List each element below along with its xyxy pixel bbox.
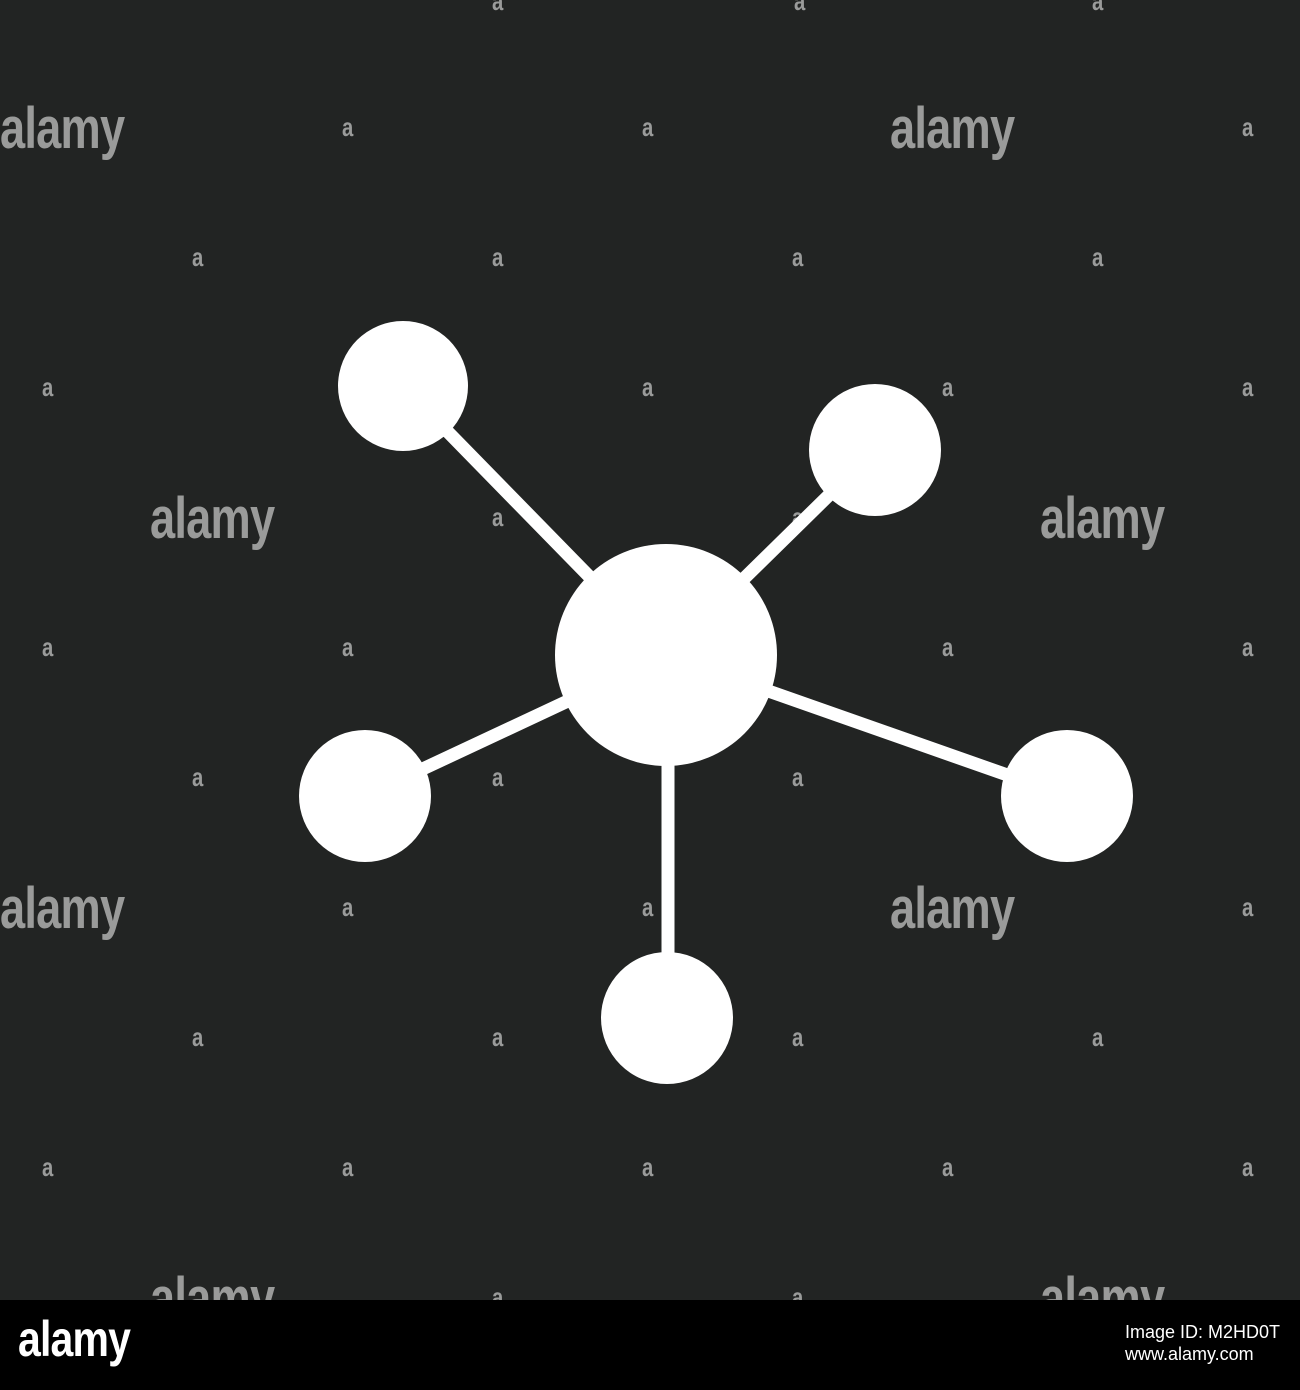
watermark-mark: a	[492, 502, 503, 532]
watermark-text: alamy	[1040, 486, 1165, 551]
watermark-mark: a	[342, 892, 353, 922]
watermark-mark: a	[792, 1282, 803, 1300]
watermark-text: alamy	[150, 486, 275, 551]
footer-logo: alamy	[18, 1311, 131, 1367]
watermark-mark: a	[492, 762, 503, 792]
satellite-node	[338, 321, 468, 451]
watermark-mark: a	[942, 372, 953, 402]
watermark-text: alamy	[150, 1266, 275, 1301]
watermark-mark: a	[1242, 1152, 1253, 1182]
watermark-mark: a	[1242, 632, 1253, 662]
watermark-mark: a	[642, 112, 653, 142]
watermark-mark: a	[1092, 0, 1103, 16]
watermark-mark: a	[1092, 1022, 1103, 1052]
satellite-node	[1001, 730, 1133, 862]
watermark-mark: a	[492, 0, 503, 16]
watermark-mark: a	[792, 1022, 803, 1052]
watermark-mark: a	[492, 1282, 503, 1300]
watermark-mark: a	[192, 762, 203, 792]
watermark-mark: a	[642, 372, 653, 402]
satellite-node	[809, 384, 941, 516]
watermark-mark: a	[492, 242, 503, 272]
watermark-mark: a	[792, 242, 803, 272]
satellite-node	[299, 730, 431, 862]
footer-image-info: Image ID: M2HD0T www.alamy.com	[1125, 1322, 1280, 1365]
footer-bar: alamy Image ID: M2HD0T www.alamy.com	[0, 1300, 1300, 1390]
watermark-text: alamy	[0, 96, 125, 161]
watermark-mark: a	[642, 892, 653, 922]
watermark-mark: a	[342, 1152, 353, 1182]
center-node	[555, 544, 777, 766]
satellite-node	[601, 952, 733, 1084]
watermark-mark: a	[1242, 892, 1253, 922]
watermark-mark: a	[942, 1152, 953, 1182]
watermark-text: alamy	[890, 876, 1015, 941]
watermark-mark: a	[42, 1152, 53, 1182]
image-canvas: alamy alamy alamy alamy alamy alamy alam…	[0, 0, 1300, 1300]
website-label: www.alamy.com	[1124, 1343, 1254, 1364]
watermark-mark: a	[794, 0, 805, 16]
watermark-mark: a	[342, 632, 353, 662]
watermark-mark: a	[642, 1152, 653, 1182]
watermark-text: alamy	[1040, 1266, 1165, 1301]
watermark-mark: a	[942, 632, 953, 662]
watermark-mark: a	[792, 762, 803, 792]
watermark-mark: a	[42, 632, 53, 662]
watermark-mark: a	[1242, 372, 1253, 402]
watermark-mark: a	[342, 112, 353, 142]
image-id-label: Image ID: M2HD0T	[1124, 1322, 1280, 1342]
watermark-mark: a	[192, 242, 203, 272]
watermark-mark: a	[192, 1022, 203, 1052]
watermark-mark: a	[492, 1022, 503, 1052]
watermark-mark: a	[42, 372, 53, 402]
watermark-text: alamy	[0, 876, 125, 941]
network-molecule-icon	[299, 321, 1133, 1084]
watermark-mark: a	[1092, 242, 1103, 272]
watermark-mark: a	[1242, 112, 1253, 142]
watermark-text: alamy	[890, 96, 1015, 161]
